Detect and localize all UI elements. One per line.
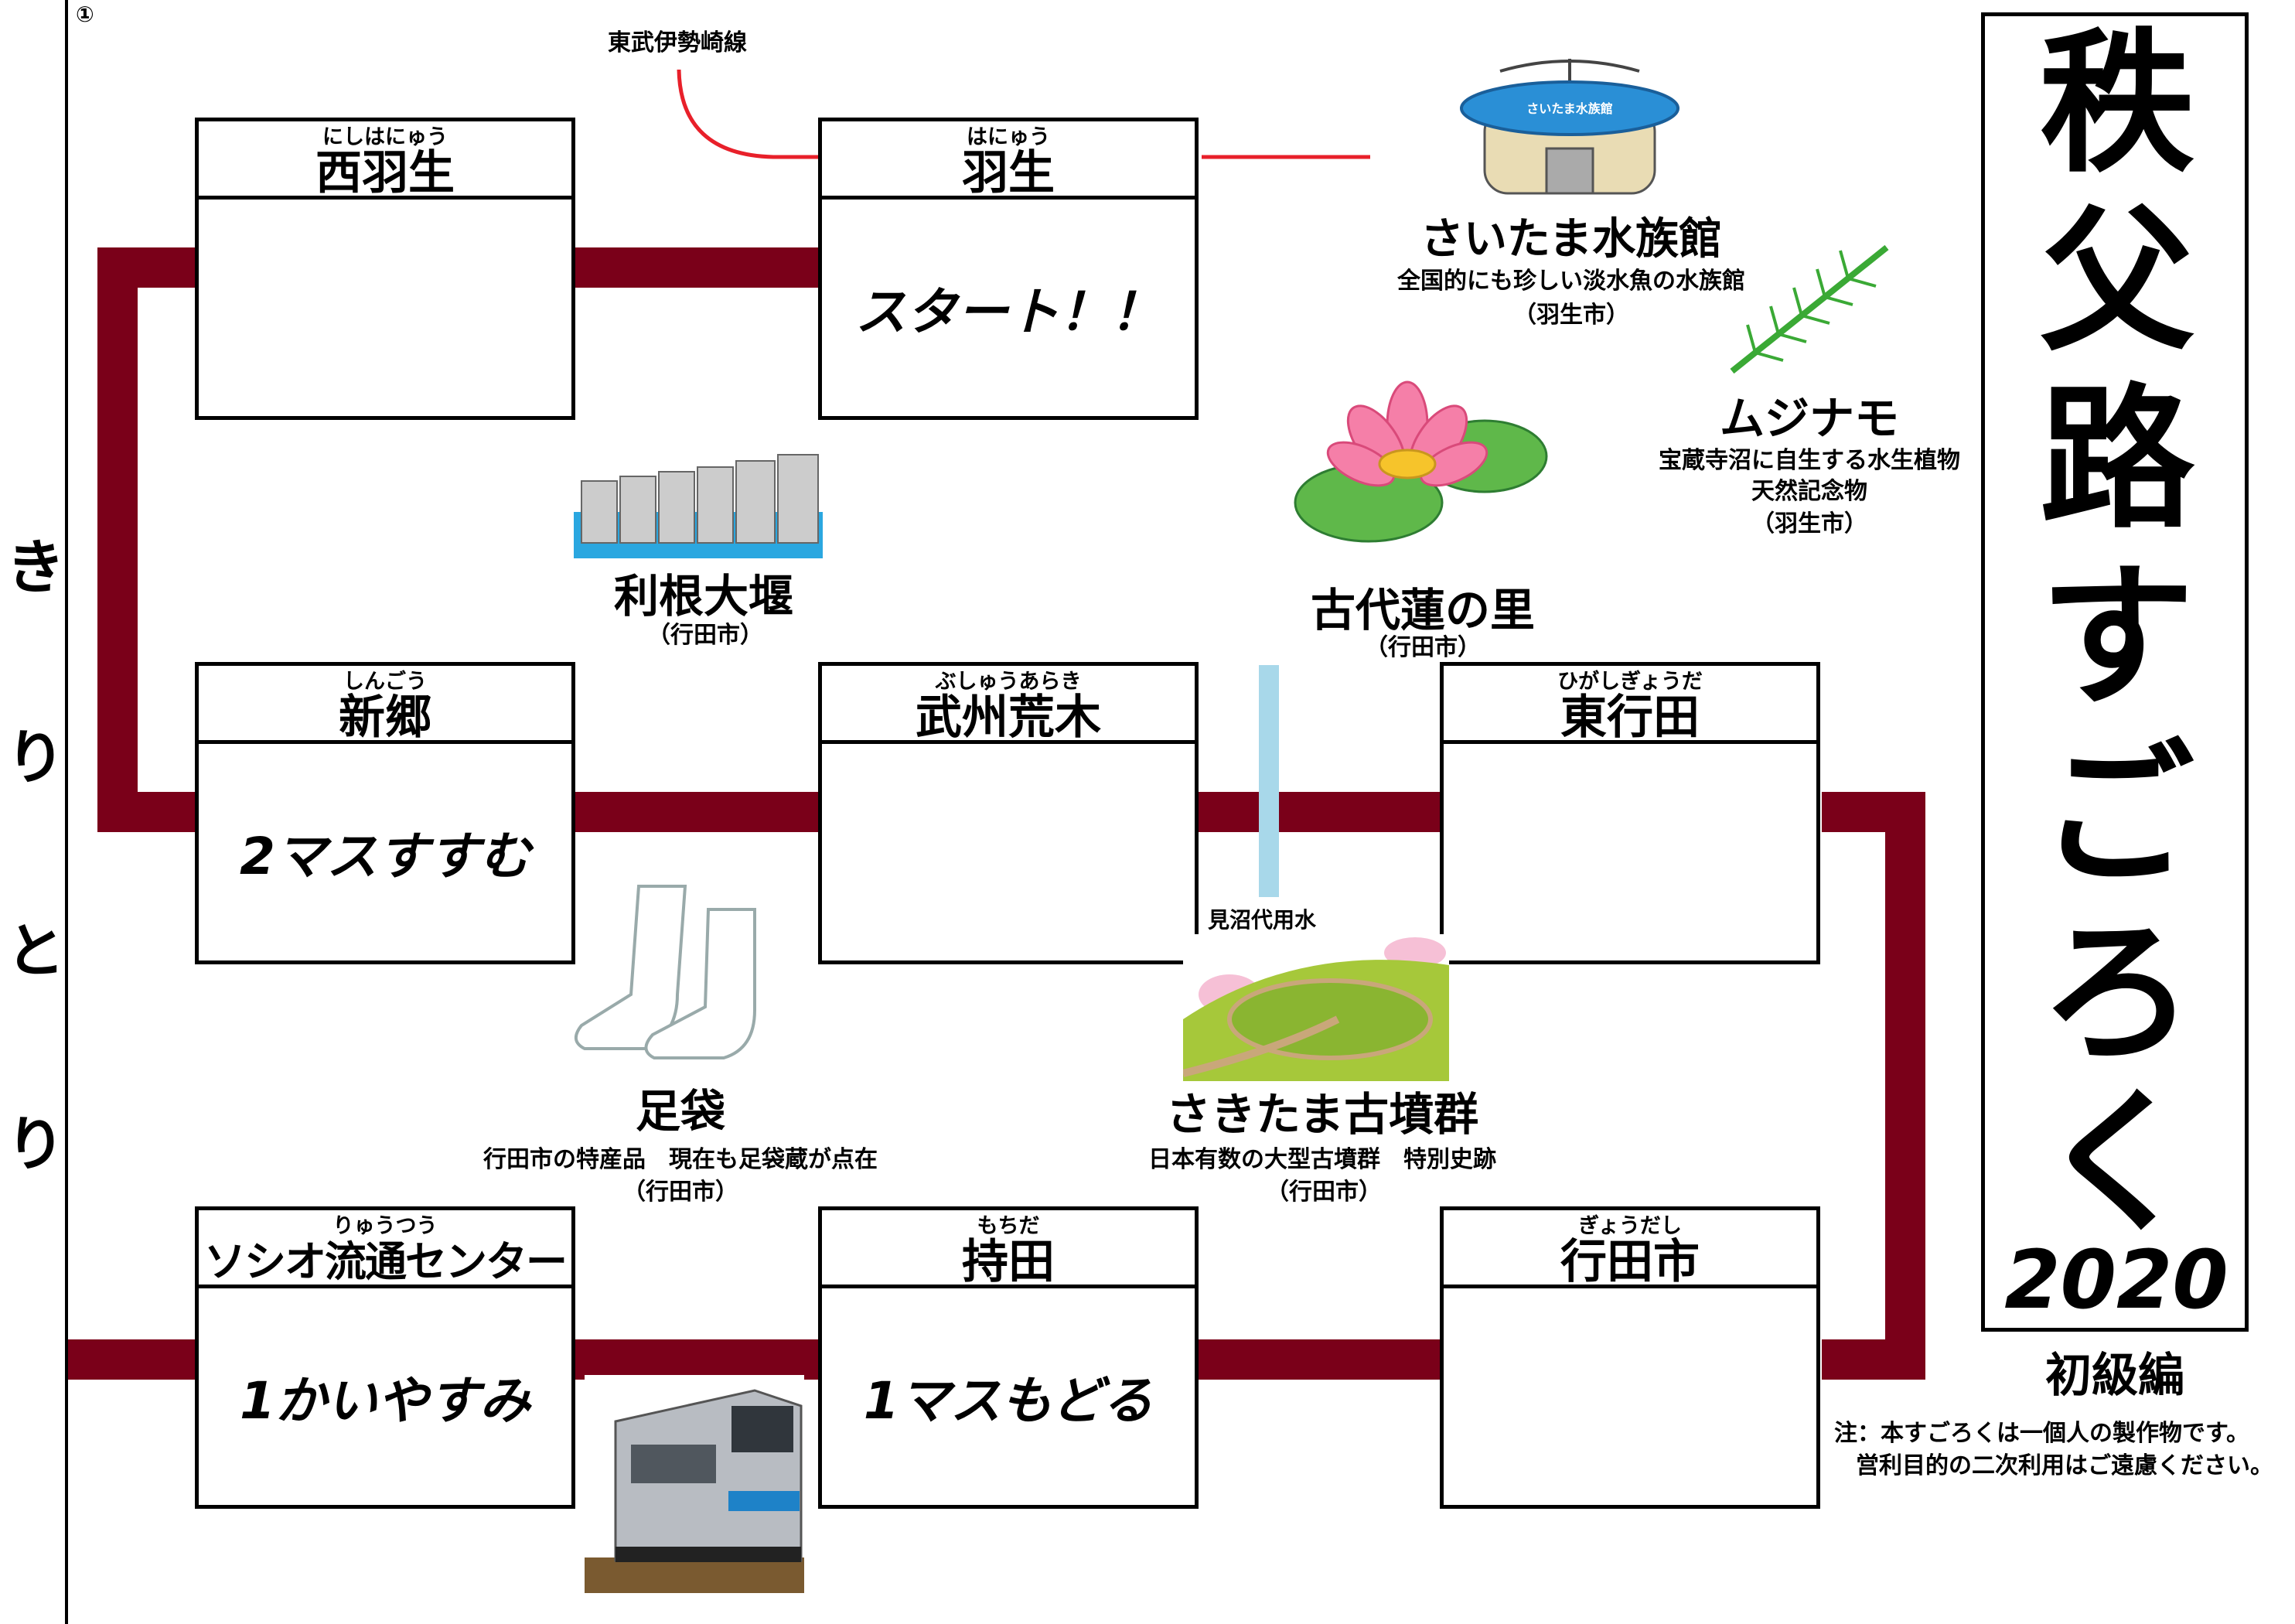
title-char-5: ご [2039,725,2194,906]
mujinamo-illustration [1730,244,1889,374]
station-shingo[interactable]: しんごう新郷 2マスすすむ [195,662,575,964]
train-illustration [585,1375,804,1593]
station-higashigyoda[interactable]: ひがしぎょうだ東行田 [1440,662,1820,964]
station-action: 1かいやすみ [240,1371,530,1431]
title-char-1: 秩 [2039,14,2194,194]
station-action: スタート！！ [855,282,1161,342]
lotus-name: 古代蓮の里 [1310,584,1535,636]
title-edition: 初級編 [2045,1349,2184,1403]
cut-guide-1: き [6,533,65,602]
kofun-illustration [1183,934,1449,1081]
aquarium-desc: 全国的にも珍しい淡水魚の水族館 [1397,268,1745,295]
track-row3-a [1197,1339,1446,1380]
track-left-bottom [97,792,198,832]
mujinamo-desc2: 天然記念物 [1751,478,1867,505]
station-bushuarakii[interactable]: ぶしゅうあらき武州荒木 [818,662,1199,964]
station-ruby: もちだ [977,1214,1040,1238]
station-mochida[interactable]: もちだ持田 1マスもどる [818,1206,1199,1509]
tone-weir-city: （行田市） [647,622,763,649]
canal-label: 見沼代用水 [1208,907,1317,933]
station-soshio[interactable]: りゅうつうソシオ流通センター 1かいやすみ [195,1206,575,1509]
track-left-top [97,247,198,288]
tone-weir-illustration [574,454,823,558]
station-ruby: ぶしゅうあらき [935,670,1082,694]
station-hanyu[interactable]: はにゅう羽生 スタート！！ [818,118,1199,420]
tabi-name: 足袋 [635,1085,725,1138]
title-box [1981,12,2249,1332]
tabi-city: （行田市） [622,1179,738,1206]
station-ruby: ぎょうだし [1578,1214,1682,1238]
station-name: ソシオ流通センター [204,1237,568,1286]
aquarium-illustration: さいたま水族館 [1460,59,1679,195]
track-left-vertical-outer [97,247,138,832]
tone-weir-name: 利根大堰 [613,570,793,623]
station-ruby: はにゅう [967,125,1050,149]
title-char-6: ろ [2039,903,2194,1083]
mujinamo-name: ムジナモ [1719,392,1899,445]
kofun-city: （行田市） [1266,1179,1382,1206]
station-action: 2マスすすむ [240,827,530,886]
station-gyodashi[interactable]: ぎょうだし行田市 [1440,1206,1820,1509]
station-ruby: にしはにゅう [322,125,448,149]
aquarium-sign: さいたま水族館 [1526,101,1613,116]
aquarium-name: さいたま水族館 [1420,214,1723,264]
track-left-inner-gap [138,288,198,792]
track-row2-a [572,792,821,832]
station-name: 武州荒木 [916,691,1101,745]
title-char-3: 路 [2039,370,2194,550]
title-char-2: 父 [2039,192,2194,372]
track-row1 [572,247,821,288]
kofun-desc: 日本有数の大型古墳群 特別史跡 [1148,1146,1496,1173]
mujinamo-desc1: 宝蔵寺沼に自生する水生植物 [1659,447,1960,474]
tobu-line-label: 東武伊勢崎線 [608,29,747,56]
kofun-name: さきたま古墳群 [1165,1088,1479,1141]
cut-guide-2: り [6,723,65,792]
cut-guide-4: り [6,1110,65,1179]
canal [1259,665,1279,897]
margin-line [65,0,68,1624]
cut-guide-3: と [6,916,65,985]
track-row2-b [1197,792,1446,832]
station-name: 行田市 [1560,1235,1700,1289]
station-name: 西羽生 [315,146,455,200]
station-name: 新郷 [339,691,431,745]
title-char-4: す [2039,548,2194,728]
station-ruby: りゅうつう [332,1214,438,1238]
title-char-7: く [2039,1073,2194,1254]
tabi-desc: 行田市の特産品 現在も足袋蔵が点在 [483,1146,878,1173]
track-row3-b [572,1339,821,1380]
corner-mark: ① [76,2,94,27]
station-name: 羽生 [962,146,1055,200]
track-row3-exit [68,1339,198,1380]
aquarium-city: （羽生市） [1513,302,1629,329]
station-ruby: ひがしぎょうだ [1557,670,1703,694]
lotus-city: （行田市） [1365,634,1481,661]
note-line2: 営利目的の二次利用はご遠慮ください。 [1856,1452,2273,1479]
note-line1: 注：本すごろくは一個人の製作物です。 [1834,1420,2249,1447]
track-right-vertical [1885,792,1925,1380]
station-nishihanyu[interactable]: にしはにゅう西羽生 [195,118,575,420]
station-name: 持田 [962,1235,1055,1289]
title-year: 2020 [2004,1233,2229,1327]
mujinamo-city: （羽生市） [1751,510,1867,537]
tabi-illustration [575,885,756,1059]
station-ruby: しんごう [343,670,427,694]
track-row3-right [1822,1339,1925,1380]
station-name: 東行田 [1560,691,1700,745]
lotus-illustration [1294,380,1548,543]
station-action: 1マスもどる [863,1371,1154,1431]
